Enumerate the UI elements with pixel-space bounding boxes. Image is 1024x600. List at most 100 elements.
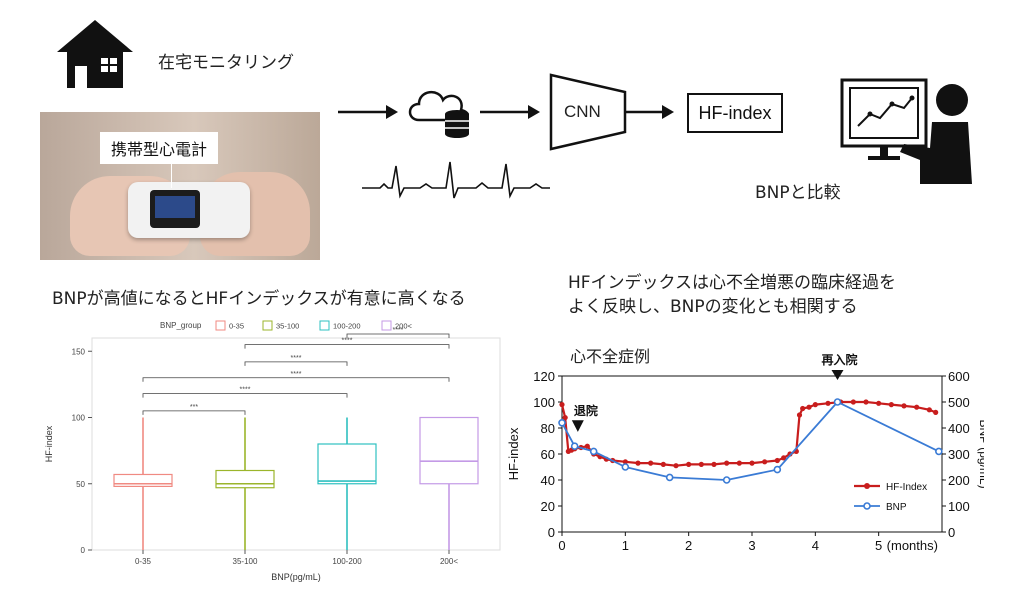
hf-index-point <box>559 402 565 408</box>
doctor-monitor-icon <box>840 78 972 184</box>
hf-index-point <box>800 405 806 412</box>
ecg-device-photo: 携帯型心電計 <box>40 112 320 260</box>
significance-label: **** <box>291 355 302 362</box>
y-right-tick-label: 500 <box>948 395 970 410</box>
discharge-annotation: 退院 <box>574 403 598 418</box>
y-right-axis-label: BNP (pg/mL) <box>977 419 984 488</box>
y-tick-label: 100 <box>72 414 86 423</box>
pipeline-arrows <box>338 91 674 199</box>
significance-bracket <box>142 377 450 382</box>
bnp-point <box>833 398 842 406</box>
significance-label: **** <box>393 327 404 334</box>
x-tick-label: 35-100 <box>233 557 258 566</box>
hf-index-point <box>584 443 590 449</box>
significance-label: **** <box>291 371 302 378</box>
hf-index-point <box>622 459 628 465</box>
hf-index-point <box>686 461 692 467</box>
y-left-tick-label: 20 <box>541 499 555 514</box>
hf-index-point <box>901 403 907 409</box>
bnp-point <box>935 447 943 456</box>
compare-label: BNPと比較 <box>755 183 841 203</box>
readmission-marker-icon <box>831 370 844 380</box>
house-icon <box>57 20 133 88</box>
hf-index-point <box>648 460 654 466</box>
significance-label: *** <box>190 404 198 411</box>
bnp-point <box>773 465 782 474</box>
hf-index-point <box>926 407 932 413</box>
box-iqr <box>317 443 377 485</box>
legend-label: 35-100 <box>276 322 299 331</box>
x-axis-label: BNP(pg/mL) <box>271 572 321 582</box>
legend-swatch <box>381 320 392 331</box>
legend-swatch <box>319 320 330 331</box>
cloud-icon <box>408 91 469 138</box>
hf-index-point <box>736 460 742 466</box>
bnp-point <box>621 463 630 471</box>
hf-index-box: HF-index <box>687 93 783 133</box>
hf-index-point <box>781 455 787 461</box>
hf-index-series-line <box>560 400 937 467</box>
discharge-marker-icon <box>571 420 584 432</box>
legend-label: 0-35 <box>229 322 244 331</box>
hf-course-line-chart: 心不全症例02040608010012001002003004005006000… <box>506 348 984 553</box>
chart-title: 心不全症例 <box>570 348 650 366</box>
legend-swatch <box>262 320 273 331</box>
box-iqr <box>113 473 173 488</box>
significance-bracket <box>244 344 450 349</box>
x-tick-label: 0 <box>558 538 565 553</box>
hf-index-point <box>850 399 856 405</box>
box-iqr <box>419 416 479 485</box>
hf-index-point <box>698 461 704 467</box>
y-tick-label: 150 <box>72 347 86 356</box>
x-tick-label: 0-35 <box>135 557 152 566</box>
y-tick-label: 50 <box>76 480 85 489</box>
readmission-annotation: 再入院 <box>822 352 858 367</box>
hf-index-point <box>673 463 679 469</box>
legend-label: 100-200 <box>333 322 361 331</box>
y-axis-label: HF-index <box>44 425 54 462</box>
hf-index-point <box>660 461 666 467</box>
y-left-tick-label: 0 <box>548 525 555 540</box>
y-left-tick-label: 120 <box>533 369 555 384</box>
y-right-tick-label: 200 <box>948 473 970 488</box>
y-left-tick-label: 80 <box>541 421 555 436</box>
legend-swatch <box>215 320 226 331</box>
x-tick-label: 4 <box>812 538 819 553</box>
plot-frame <box>561 375 943 533</box>
y-right-tick-label: 400 <box>948 421 970 436</box>
y-left-tick-label: 40 <box>541 473 555 488</box>
legend-hf-label: HF-Index <box>886 482 927 493</box>
hf-index-point <box>711 461 717 467</box>
hf-index-point <box>796 412 803 418</box>
hf-index-point <box>774 457 780 464</box>
hf-index-point <box>825 400 831 406</box>
hf-index-point <box>888 402 894 408</box>
hf-index-point <box>749 460 755 466</box>
significance-bracket <box>142 410 246 415</box>
x-tick-label: 200< <box>440 557 458 566</box>
y-right-tick-label: 600 <box>948 369 970 384</box>
home-monitoring-label: 在宅モニタリング <box>158 53 294 73</box>
cnn-label: CNN <box>564 102 601 121</box>
right-heading-line2: よく反映し、BNPの変化とも相関する <box>568 297 858 317</box>
y-tick-label: 0 <box>81 546 86 555</box>
hf-index-point <box>562 415 568 421</box>
y-left-tick-label: 100 <box>533 395 555 410</box>
bnp-point <box>665 473 674 482</box>
bnp-series-line <box>561 400 940 481</box>
x-tick-label: 100-200 <box>332 557 362 566</box>
x-axis-label: (months) <box>887 538 938 553</box>
significance-bracket <box>346 333 450 338</box>
cnn-block <box>549 73 627 151</box>
x-tick-label: 3 <box>748 538 755 553</box>
hf-index-point <box>635 460 641 466</box>
bnp-point <box>589 447 598 456</box>
legend-hf-marker <box>864 483 870 489</box>
hf-index-point <box>806 404 812 410</box>
hf-index-point <box>863 399 869 405</box>
significance-label: **** <box>240 387 251 394</box>
y-right-tick-label: 0 <box>948 525 955 540</box>
legend-bnp-marker <box>863 502 871 510</box>
x-tick-label: 1 <box>622 538 629 553</box>
bnp-point <box>570 442 579 450</box>
